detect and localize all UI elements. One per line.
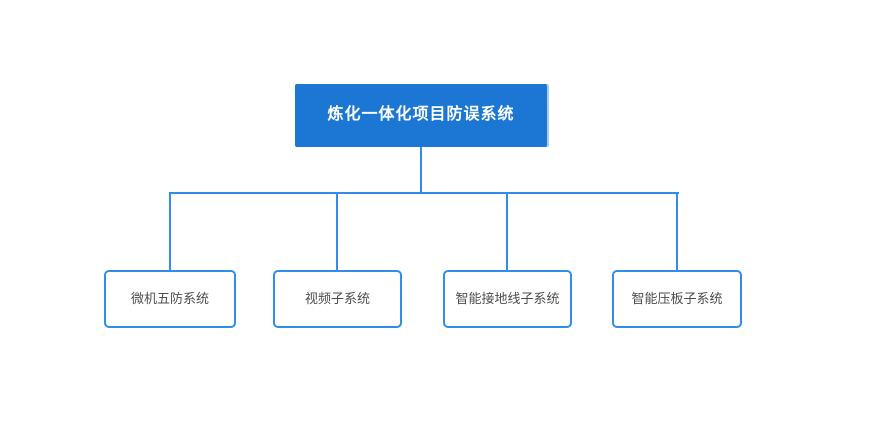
child-node-video[interactable]: 视频子系统 [273, 270, 402, 328]
connector-drop-2 [336, 192, 338, 270]
connector-root-stem [420, 147, 422, 193]
root-node[interactable]: 炼化一体化项目防误系统 [295, 84, 547, 147]
child-node-platen[interactable]: 智能压板子系统 [612, 270, 742, 328]
child-node-grounding[interactable]: 智能接地线子系统 [443, 270, 572, 328]
connector-horizontal-rail [169, 192, 679, 194]
connector-drop-3 [506, 192, 508, 270]
connector-drop-4 [676, 192, 678, 270]
child-node-label: 微机五防系统 [130, 290, 209, 306]
child-node-label: 智能接地线子系统 [455, 290, 560, 306]
root-node-label: 炼化一体化项目防误系统 [327, 106, 515, 124]
child-node-label: 视频子系统 [304, 290, 370, 306]
child-node-wjwf[interactable]: 微机五防系统 [104, 270, 236, 328]
child-node-label: 智能压板子系统 [631, 290, 723, 306]
connector-drop-1 [169, 192, 171, 270]
